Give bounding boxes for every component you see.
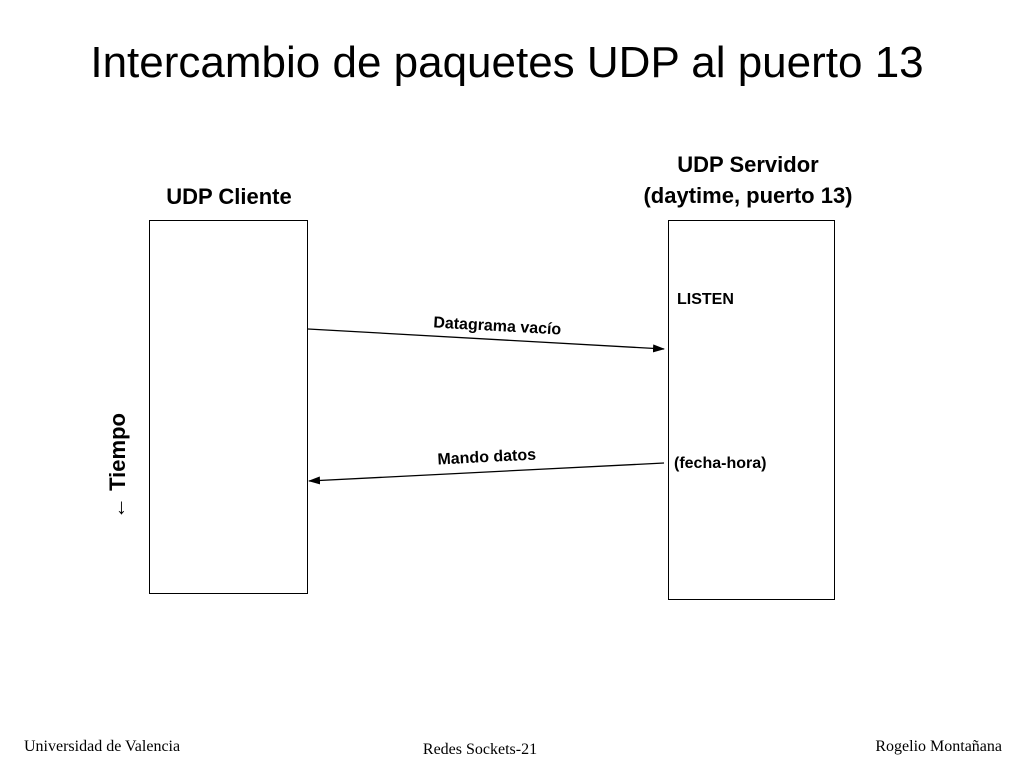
client-label: UDP Cliente [166,184,292,209]
footer-author: Rogelio Montañana [875,738,1002,755]
time-axis-label: ← Tiempo [105,413,130,519]
datetime-state-label: (fecha-hora) [674,455,767,472]
server-label-line2: (daytime, puerto 13) [643,183,853,208]
slide-title: Intercambio de paquetes UDP al puerto 13 [90,38,924,87]
listen-state-label: LISTEN [677,291,734,308]
request-arrow [307,328,665,353]
client-lifeline [149,220,308,594]
response-message-label: Mando datos [437,447,536,469]
server-label: UDP Servidor (daytime, puerto 13) [598,149,898,211]
response-arrow [308,462,665,485]
footer-institution: Universidad de Valencia [24,738,181,755]
request-message-label: Datagrama vacío [433,314,562,338]
response-message: Mando datos [308,447,665,485]
server-lifeline [668,220,835,600]
footer-slide-number: Redes Sockets-21 [422,741,538,758]
server-label-line1: UDP Servidor [677,152,819,177]
request-message: Datagrama vacío [307,314,665,353]
